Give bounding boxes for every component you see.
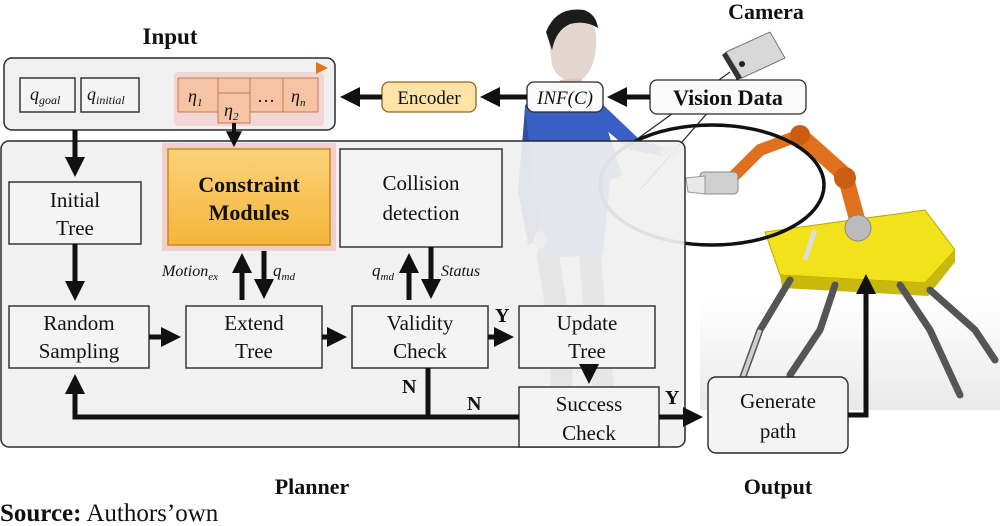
collision-detection-box: Collision detection <box>339 148 503 248</box>
status-label: Status <box>441 263 480 280</box>
svg-text:Modules: Modules <box>209 200 290 225</box>
svg-text:INF(C): INF(C) <box>536 88 593 109</box>
svg-text:detection: detection <box>383 201 460 225</box>
svg-text:Validity: Validity <box>387 311 454 335</box>
constraint-modules-box: Constraint Modules <box>162 143 336 251</box>
encoder-box: Encoder <box>381 81 477 113</box>
etan-label: ηn <box>291 86 306 109</box>
q-goal-box: qgoal <box>19 77 76 113</box>
vision-data-box: Vision Data <box>649 79 807 115</box>
svg-text:Collision: Collision <box>382 171 460 195</box>
motion-ex-label: Motionex <box>161 263 218 283</box>
yes-label-success: Y <box>665 387 680 409</box>
inf-c-box: INF(C) <box>526 81 604 113</box>
planner-title: Planner <box>275 474 350 499</box>
svg-text:Check: Check <box>562 421 616 445</box>
validity-check-box: Validity Check <box>351 305 489 369</box>
svg-text:Random: Random <box>43 311 114 335</box>
random-sampling-box: Random Sampling <box>8 305 150 369</box>
extend-tree-box: Extend Tree <box>185 305 323 369</box>
svg-text:Encoder: Encoder <box>397 88 461 109</box>
yes-label-validity: Y <box>495 305 510 327</box>
qmd-label-collision: qmd <box>372 261 394 283</box>
no-label-validity: N <box>402 376 417 398</box>
svg-text:Constraint: Constraint <box>198 172 300 197</box>
initial-tree-box: Initial Tree <box>8 181 142 245</box>
svg-text:Tree: Tree <box>235 339 273 363</box>
update-tree-box: Update Tree <box>518 305 656 369</box>
eta2-label: η2 <box>224 100 239 123</box>
svg-text:qgoal: qgoal <box>30 84 61 107</box>
svg-text:Generate: Generate <box>740 389 816 413</box>
svg-text:Initial: Initial <box>50 188 100 212</box>
q-initial-box: qinitial <box>80 77 140 113</box>
svg-text:qinitial: qinitial <box>87 84 125 107</box>
svg-text:Success: Success <box>556 392 623 416</box>
svg-text:Check: Check <box>393 339 447 363</box>
eta1-label: η1 <box>188 86 202 109</box>
source-note: Source: Authors’own <box>0 500 219 526</box>
svg-text:Update: Update <box>557 311 618 335</box>
svg-text:path: path <box>760 419 797 443</box>
no-label-success: N <box>467 393 482 415</box>
legged-robot <box>736 209 999 399</box>
generate-path-box: Generate path <box>707 376 849 454</box>
input-title: Input <box>143 24 198 49</box>
eta2-cell <box>217 92 251 124</box>
svg-text:Extend: Extend <box>224 311 284 335</box>
svg-text:Sampling: Sampling <box>39 339 120 363</box>
eta-sequence: η1 η2 … ηn <box>174 62 328 126</box>
eta-ellipsis: … <box>257 86 275 106</box>
output-title: Output <box>744 474 813 499</box>
qmd-label-constraint: qmd <box>273 261 295 283</box>
svg-text:Vision Data: Vision Data <box>673 85 783 110</box>
success-check-box: Success Check <box>518 386 660 448</box>
svg-text:Tree: Tree <box>56 216 94 240</box>
svg-text:Tree: Tree <box>568 339 606 363</box>
flow-arrows <box>65 87 876 427</box>
camera-title: Camera <box>728 0 804 24</box>
